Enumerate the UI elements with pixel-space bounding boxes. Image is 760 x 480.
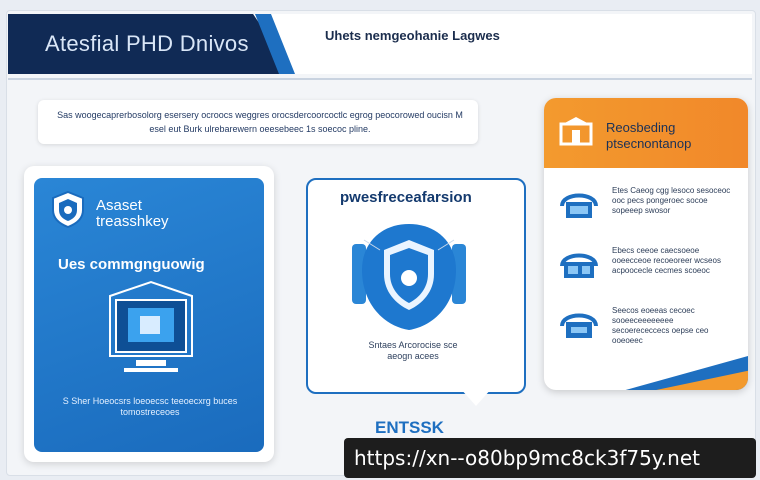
middle-card-caption: Sntaes Arcorocise sce aeogn acees — [368, 340, 458, 361]
list-item: Etes Caeog cgg lesoco sesoceoc ooc pecs … — [556, 184, 736, 240]
monitor-icon — [109, 280, 193, 372]
header-subtitle: Uhets nemgeohanie Lagwes — [325, 28, 500, 43]
intro-banner-text: Sas woogecaprerbosolorg esersery ocroocs… — [57, 110, 463, 134]
router-icon — [560, 253, 598, 278]
orange-card-title: Reosbeding ptsecnontanop — [606, 120, 692, 151]
header-divider — [8, 78, 752, 80]
card-pointer — [460, 388, 492, 406]
laptop-icon — [560, 193, 598, 218]
url-banner[interactable]: https://xn--o80bp9mc8ck3f75y.net — [344, 438, 756, 478]
page-title: Atesfial PHD Dnivos — [45, 31, 249, 56]
shield-lock-icon — [352, 224, 466, 330]
device-icon — [560, 313, 598, 338]
shield-icon — [52, 190, 84, 228]
blue-card-title: Asaset treasshkey — [96, 197, 169, 230]
list-item: Ebecs ceeoe caecsoeoe ooeecceoe recoeore… — [556, 244, 736, 300]
orange-feature-card[interactable]: Reosbeding ptsecnontanop Etes Caeog cgg … — [544, 98, 748, 390]
blue-card-subtitle: Ues commgnguowig — [58, 256, 205, 273]
list-item-text: Etes Caeog cgg lesoco sesoceoc ooc pecs … — [612, 186, 731, 215]
list-item: Seecos eoeeas cecoec sooeeceeeeeeee seco… — [556, 304, 736, 360]
building-icon — [559, 117, 593, 146]
list-item-text: Seecos eoeeas cecoec sooeeceeeeeeee seco… — [612, 306, 709, 345]
header-title-panel — [8, 14, 293, 74]
intro-banner: Sas woogecaprerbosolorg esersery ocroocs… — [38, 100, 478, 144]
url-text: https://xn--o80bp9mc8ck3f75y.net — [354, 446, 700, 470]
list-item-text: Ebecs ceeoe caecsoeoe ooeecceoe recoeore… — [612, 246, 721, 275]
blue-card-footer: S Sher Hoeocsrs loeoecsc teeoecxrg buces… — [62, 396, 238, 417]
brand-label: ENTSSK — [375, 418, 444, 437]
middle-card-title: pwesfreceafarsion — [340, 189, 472, 206]
